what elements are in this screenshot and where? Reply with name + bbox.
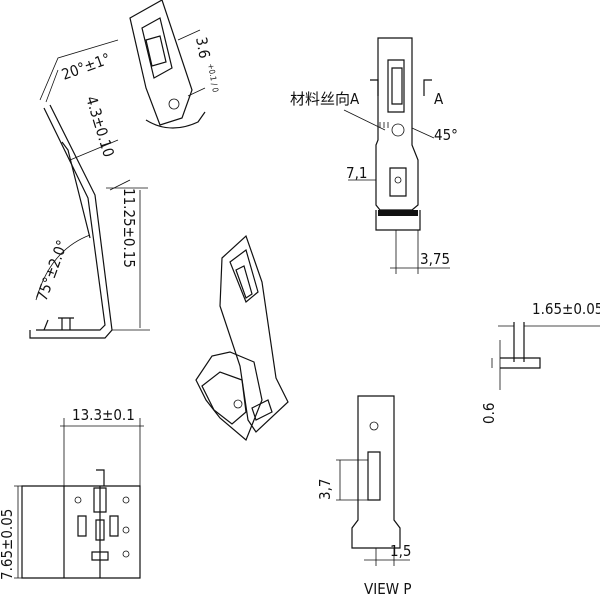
label-material-dir: 材料丝向A xyxy=(290,90,360,108)
label-angle-45: 45° xyxy=(434,126,458,144)
label-width-375: 3,75 xyxy=(420,250,450,268)
view-p xyxy=(336,395,410,566)
front-view xyxy=(343,37,450,274)
label-angle-bend: 75°±2.0° xyxy=(33,238,72,304)
label-width-15: 1,5 xyxy=(390,542,411,560)
thickness-detail xyxy=(491,322,600,390)
label-view-p: VIEW P xyxy=(364,580,412,598)
isometric-view xyxy=(195,234,289,441)
radius-detail xyxy=(129,0,206,129)
label-angle-top: 20°±1° xyxy=(59,50,113,84)
label-radius: 3.6 xyxy=(192,36,213,60)
side-view xyxy=(29,39,150,339)
label-width-133: 13.3±0.1 xyxy=(72,406,135,424)
label-len-b: 11.25±0.15 xyxy=(120,188,138,268)
label-height-06: 0.6 xyxy=(480,403,498,424)
label-height-765: 7.65±0.05 xyxy=(0,509,16,580)
label-thickness: 1.65±0.05 xyxy=(532,300,600,318)
top-view xyxy=(14,418,144,579)
label-section-a: A xyxy=(434,90,444,108)
label-len-a: 4.3±0.10 xyxy=(82,94,118,159)
label-height-37: 3,7 xyxy=(316,479,334,500)
label-radius-tol: +0.1 / 0 xyxy=(206,63,220,94)
label-width-71: 7,1 xyxy=(346,164,367,182)
